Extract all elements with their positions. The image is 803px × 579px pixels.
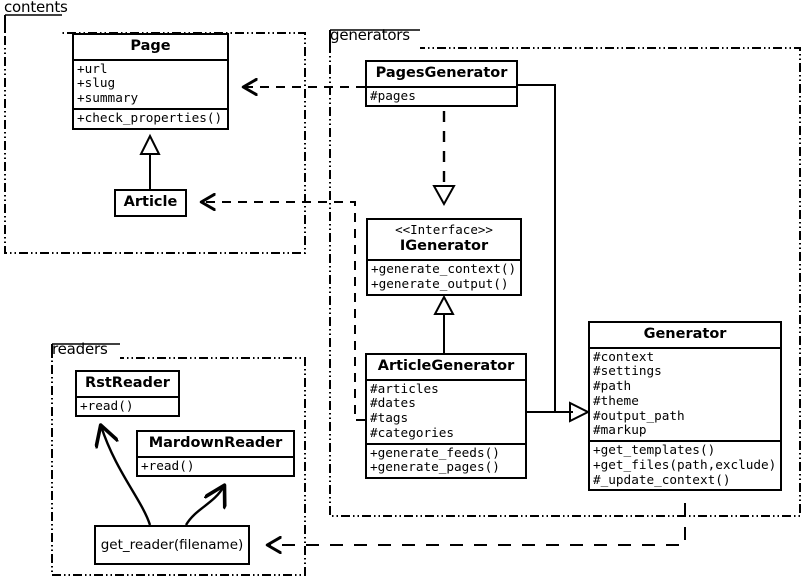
class-operation: +get_templates() [593,442,716,458]
class-operation: +get_files(path,exclude) [593,456,777,472]
class-box-article[interactable]: Article [114,189,187,217]
class-operation: +generate_feeds() [370,444,500,460]
class-stereotype-igenerator: <<Interface>> [395,222,493,237]
class-attribute: #categories [370,424,455,440]
class-attribute: #dates [370,395,416,411]
class-attribute: #markup [593,422,647,438]
function-box-get-reader[interactable]: get_reader(filename) [94,525,250,565]
class-name-article: Article [123,194,178,210]
relationship-pagesgenerator-realizes-igenerator [432,111,456,207]
class-attribute: #output_path [593,407,685,423]
class-attributes-page: +url +slug +summary [74,58,227,108]
relationship-generator-uses-getreader [268,503,686,545]
class-operation: +generate_output() [371,275,509,291]
class-box-generator[interactable]: Generator #context #settings #path #them… [588,321,782,492]
class-attribute: +slug [77,75,116,91]
relationship-getreader-creates-mardownreader [184,486,224,526]
relationship-articlegenerator-uses-article [202,202,365,421]
package-label-generators: generators [330,26,410,44]
class-name-rstreader: RstReader [85,375,170,391]
class-box-igenerator[interactable]: <<Interface>> IGenerator +generate_conte… [366,218,522,296]
class-name-page: Page [130,38,171,54]
class-box-mardownreader[interactable]: MardownReader +read() [136,430,295,478]
class-attributes-articlegenerator: #articles #dates #tags #categories [367,378,525,443]
class-box-articlegenerator[interactable]: ArticleGenerator #articles #dates #tags … [365,353,527,480]
class-operations-generator: +get_templates() +get_files(path,exclude… [590,440,780,489]
class-name-articlegenerator: ArticleGenerator [377,358,515,374]
class-name-pagesgenerator: PagesGenerator [375,65,508,81]
class-operation: +generate_pages() [370,459,500,475]
class-attribute: #settings [593,363,662,379]
relationship-article-inherits-page [139,133,161,190]
class-attribute: #articles [370,380,439,396]
class-box-page[interactable]: Page +url +slug +summary +check_properti… [72,33,229,130]
class-operations-mardownreader: +read() [138,455,293,476]
function-label-get-reader: get_reader(filename) [100,537,244,553]
class-attribute: #theme [593,392,639,408]
class-attribute: +url [77,60,108,76]
class-attributes-generator: #context #settings #path #theme #output_… [590,346,780,440]
class-operation: #_update_context() [593,471,731,487]
class-box-rstreader[interactable]: RstReader +read() [75,370,180,418]
class-operation: +read() [80,397,134,413]
class-attribute: #path [593,378,632,394]
class-name-igenerator: IGenerator [399,238,489,255]
relationship-pagesgenerator-inherits-generator [518,84,591,423]
class-name-mardownreader: MardownReader [148,435,283,451]
class-attributes-pagesgenerator: #pages [367,85,516,106]
class-attribute: #tags [370,410,409,426]
relationship-articlegenerator-implements-igenerator [433,294,455,353]
package-label-readers: readers [52,340,108,358]
class-operations-page: +check_properties() [74,107,227,128]
class-attribute: #pages [370,87,416,103]
class-name-generator: Generator [643,326,727,342]
class-operations-articlegenerator: +generate_feeds() +generate_pages() [367,442,525,477]
class-operation: +read() [141,457,195,473]
class-operations-igenerator: +generate_context() +generate_output() [368,259,520,293]
class-attribute: #context [593,348,655,364]
class-attribute: +summary [77,90,139,106]
class-operation: +check_properties() [77,109,223,125]
class-box-pagesgenerator[interactable]: PagesGenerator #pages [365,60,518,108]
package-label-contents: contents [4,0,68,16]
class-operations-rstreader: +read() [77,395,178,416]
class-operation: +generate_context() [371,261,517,277]
